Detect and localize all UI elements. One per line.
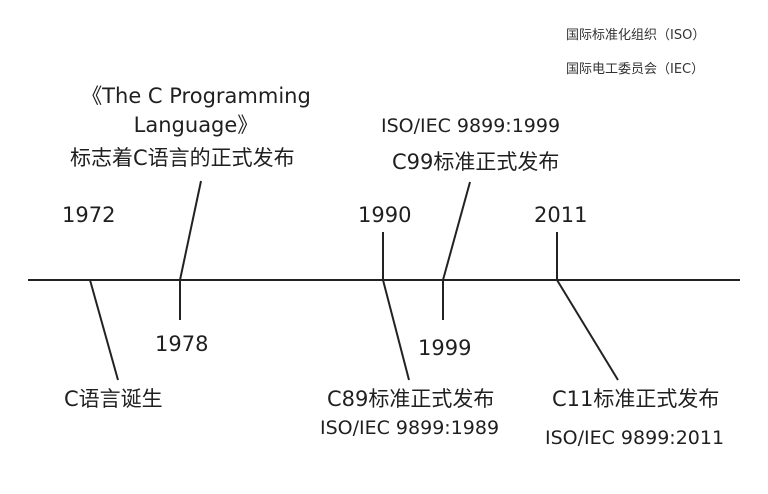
connector-2011 [556, 279, 619, 381]
standard-1999: ISO/IEC 9899:1999 [381, 115, 561, 137]
year-1978: 1978 [155, 332, 209, 356]
year-2011: 2011 [534, 203, 588, 227]
event-label-1978-line1: 《The C Programming [81, 84, 311, 108]
connector-1990 [382, 279, 410, 381]
event-label-1999: C99标准正式发布 [392, 150, 560, 174]
connector-1978 [179, 180, 202, 281]
connector-1972 [89, 279, 119, 381]
legend-iec: 国际电工委员会（IEC） [566, 62, 705, 77]
event-label-1972: C语言诞生 [64, 387, 163, 411]
legend-iso: 国际标准化组织（ISO） [566, 28, 706, 43]
year-1999: 1999 [418, 336, 472, 360]
standard-1990: ISO/IEC 9899:1989 [320, 417, 500, 439]
event-label-1978-line3: 标志着C语言的正式发布 [70, 146, 295, 170]
event-label-2011: C11标准正式发布 [552, 387, 720, 411]
connector-1999 [442, 181, 471, 281]
standard-2011: ISO/IEC 9899:2011 [545, 427, 725, 449]
year-1972: 1972 [62, 203, 116, 227]
year-1990: 1990 [358, 203, 412, 227]
event-label-1978-line2: Language》 [133, 113, 259, 137]
event-label-1990: C89标准正式发布 [327, 387, 495, 411]
